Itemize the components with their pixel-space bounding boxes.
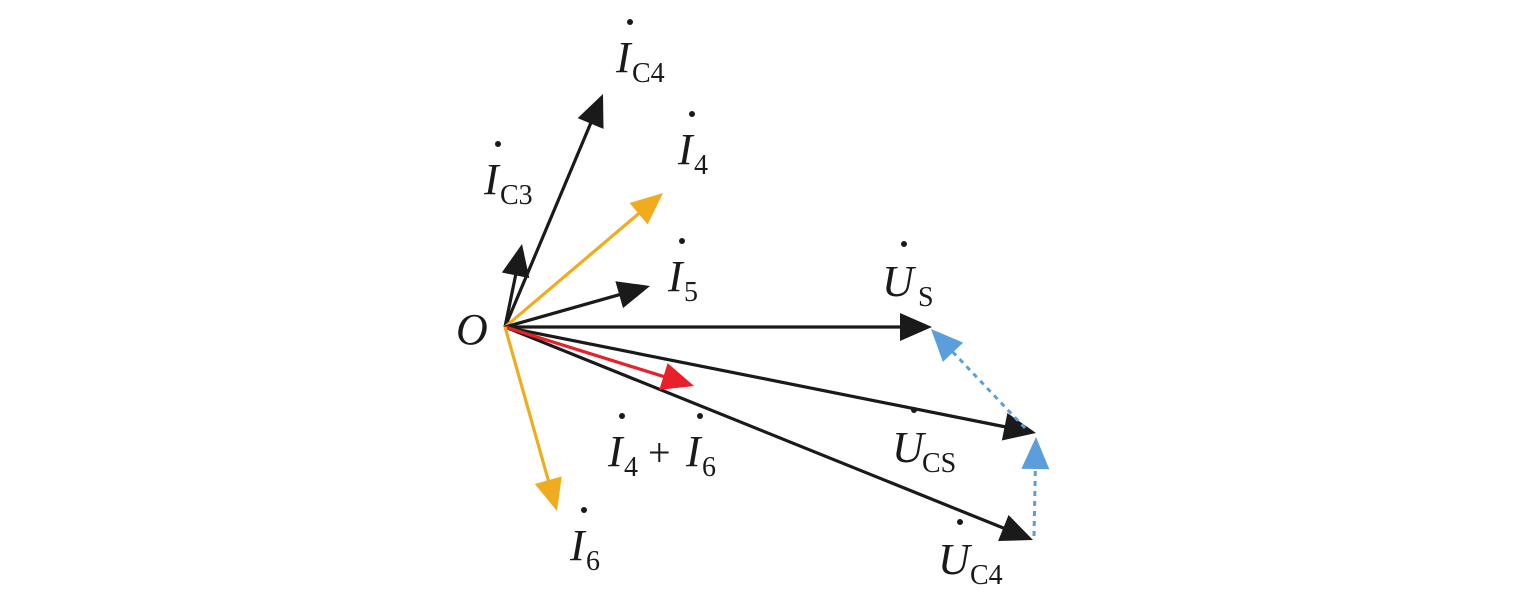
- label-u-c4-dot: [957, 519, 963, 525]
- label-i-c3-main: I: [483, 155, 501, 204]
- label-u-s-main: U: [882, 257, 917, 306]
- label-sum-plus: +: [648, 430, 671, 475]
- phasor-i-c3-line: [503, 273, 518, 328]
- label-i-5-sub: 5: [684, 277, 698, 308]
- phasor-i-6-line: [503, 326, 551, 483]
- phasor-i-6-arrowhead: [534, 476, 562, 511]
- phasor-i-5-arrowhead: [615, 281, 650, 309]
- origin-label: O: [456, 305, 488, 354]
- phasor-dashed-lower-arrowhead: [1021, 437, 1050, 470]
- label-u-cs: U CS: [892, 407, 956, 479]
- phasor-u-c4-arrowhead: [998, 515, 1033, 542]
- phasor-dashed-upper-arrowhead: [931, 329, 964, 362]
- label-sum-b-sub: 6: [702, 452, 716, 483]
- label-u-cs-sub: CS: [922, 448, 956, 479]
- phasor-u-cs-arrowhead: [1001, 413, 1036, 441]
- label-i-c4-main: I: [615, 33, 633, 82]
- phasor-i-4-arrowhead: [629, 193, 663, 225]
- label-sum-a-dot: [619, 413, 625, 419]
- phasor-i-4-line: [503, 211, 642, 329]
- phasor-u-c4-line: [504, 325, 1006, 531]
- label-i-c3-dot: [495, 141, 501, 147]
- phasor-u-s-arrowhead: [900, 313, 932, 341]
- phasor-i-c3-arrowhead: [501, 244, 530, 279]
- label-i-6-main: I: [569, 521, 587, 570]
- label-u-cs-dot: [911, 407, 917, 413]
- label-i-c4: I C4: [615, 19, 665, 89]
- label-i-c3: I C3: [483, 141, 533, 211]
- label-i-5-dot: [679, 238, 685, 244]
- label-i-c4-sub: C4: [632, 58, 665, 89]
- label-sum-b-dot: [697, 413, 703, 419]
- phasor-u-cs-line: [504, 325, 1007, 429]
- phasor-i-c4-line: [503, 121, 593, 328]
- phasor-i4-plus-i6-arrowhead: [659, 363, 694, 390]
- label-u-s-sub: S: [918, 282, 934, 313]
- label-i-6: I 6: [569, 507, 600, 577]
- label-i-5-main: I: [667, 252, 685, 301]
- label-i-4-sub: 4: [694, 150, 708, 181]
- label-u-c4: U C4: [938, 519, 1003, 591]
- label-i-c3-sub: C3: [500, 180, 533, 211]
- label-u-c4-sub: C4: [970, 560, 1003, 591]
- label-sum-a-sub: 4: [624, 452, 638, 483]
- label-u-cs-main: U: [892, 423, 927, 472]
- label-i4-plus-i6: I 4 + I 6: [607, 413, 716, 483]
- phasor-vectors: [501, 94, 1050, 542]
- label-i-c4-dot: [627, 19, 633, 25]
- label-i-6-sub: 6: [586, 546, 600, 577]
- label-i-4-main: I: [677, 125, 695, 174]
- phasor-dashed-lower-line: [1032, 466, 1037, 537]
- label-sum-b-main: I: [685, 427, 703, 476]
- phasor-i4-plus-i6-line: [504, 325, 666, 379]
- label-i-4: I 4: [677, 111, 708, 181]
- label-i-6-dot: [581, 507, 587, 513]
- label-u-s: U S: [882, 241, 934, 313]
- label-u-c4-main: U: [938, 535, 973, 584]
- label-sum-a-main: I: [607, 427, 625, 476]
- label-u-s-dot: [901, 241, 907, 247]
- label-i-5: I 5: [667, 238, 698, 308]
- phasor-i-5-line: [504, 292, 622, 329]
- phasor-i-c4-arrowhead: [577, 94, 604, 129]
- label-i-4-dot: [689, 111, 695, 117]
- phasor-dashed-upper-line: [950, 349, 1027, 430]
